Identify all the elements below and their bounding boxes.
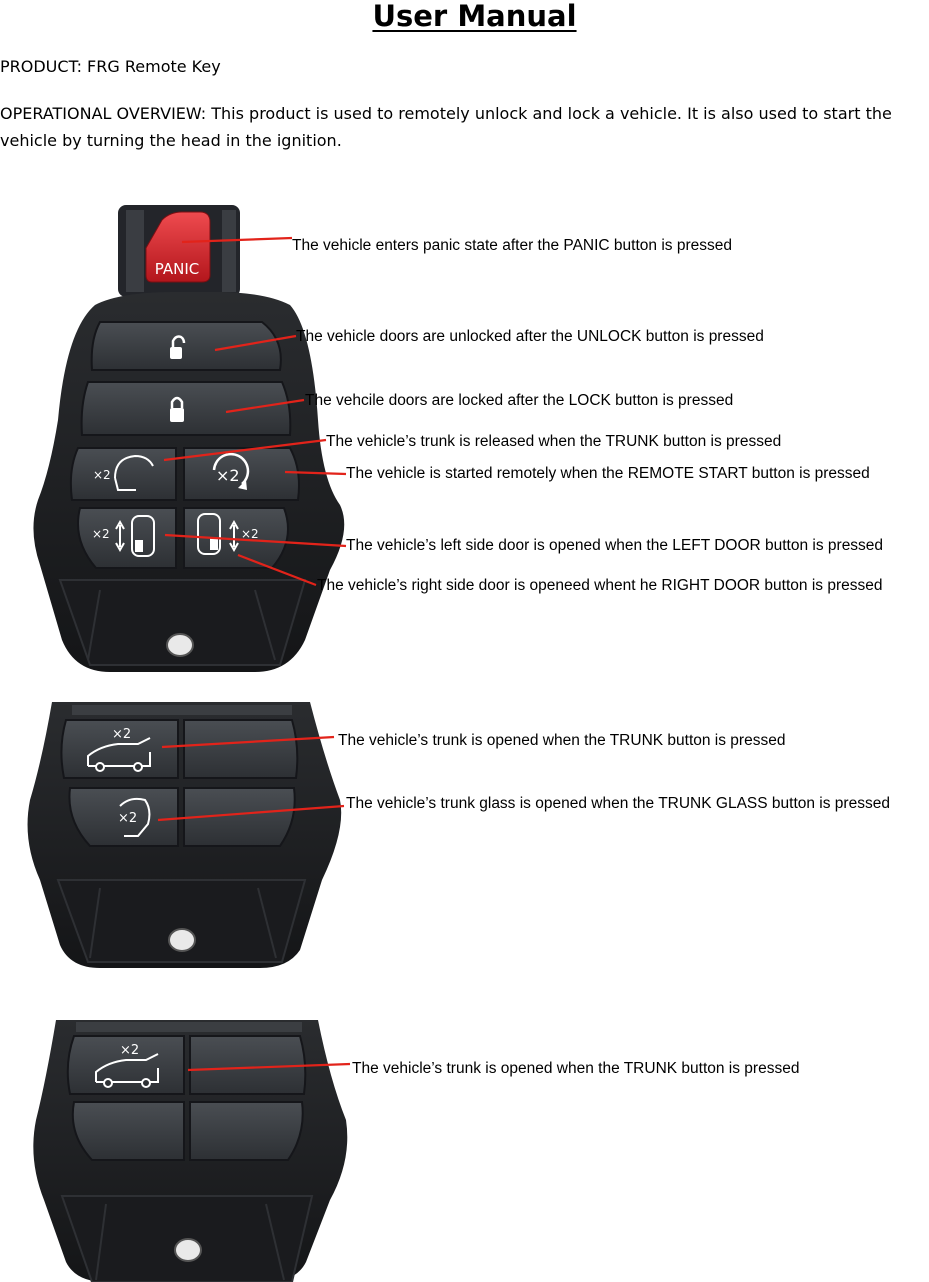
caption-left-door: The vehicle’s left side door is opened w…: [346, 537, 883, 554]
trunk-car-icon: [95, 1053, 159, 1083]
trunk-icon: [114, 454, 154, 479]
caption-right-door: The vehicle’s right side door is openeed…: [317, 577, 882, 594]
key-middle: ×2 ×2 The vehicle’s trunk is opened when…: [27, 702, 890, 968]
caption-trunk-open: The vehicle’s trunk is opened when the T…: [338, 732, 785, 749]
unlock-button[interactable]: [90, 321, 282, 371]
key-ring-hole: [174, 1238, 202, 1262]
svg-text:×2: ×2: [118, 811, 137, 826]
right-door-icon: [197, 513, 221, 555]
trunk-open-button[interactable]: ×2: [66, 1035, 185, 1095]
svg-text:×2: ×2: [120, 1043, 139, 1058]
unlock-icon: [170, 335, 186, 359]
panic-button[interactable]: PANIC: [145, 211, 211, 283]
trunk-glass-button[interactable]: ×2: [68, 787, 179, 847]
remote-start-button[interactable]: ×2: [183, 447, 300, 501]
page-title: User Manual: [372, 0, 577, 33]
svg-text:×2: ×2: [92, 527, 110, 541]
blank-button[interactable]: [189, 1035, 307, 1095]
blank-button[interactable]: [189, 1101, 304, 1161]
blank-button[interactable]: [183, 787, 296, 847]
key-ring-hole: [166, 633, 194, 657]
blank-button[interactable]: [71, 1101, 185, 1161]
lock-button[interactable]: [80, 381, 292, 436]
caption-unlock: The vehicle doors are unlocked after the…: [296, 328, 764, 345]
annotation-lines: [163, 236, 347, 587]
key-ring-hole: [168, 928, 196, 952]
svg-text:×2: ×2: [241, 527, 259, 541]
svg-text:×2: ×2: [112, 727, 131, 742]
trunk-release-button[interactable]: ×2: [69, 447, 177, 501]
caption-trunk-release: The vehicle’s trunk is released when the…: [326, 433, 781, 450]
key-bottom: ×2 The vehicle’s trunk is opened when th…: [33, 1020, 799, 1282]
svg-text:×2: ×2: [93, 468, 111, 482]
left-door-button[interactable]: ×2: [77, 507, 177, 569]
caption-trunk-open: The vehicle’s trunk is opened when the T…: [352, 1060, 799, 1077]
caption-trunk-glass: The vehicle’s trunk glass is opened when…: [346, 795, 890, 812]
product-line: PRODUCT: FRG Remote Key: [0, 57, 221, 76]
caption-panic: The vehicle enters panic state after the…: [292, 237, 732, 254]
blank-button[interactable]: [183, 719, 299, 779]
caption-remote-start: The vehicle is started remotely when the…: [346, 465, 870, 482]
operational-overview: OPERATIONAL OVERVIEW: This product is us…: [0, 104, 892, 150]
slide-arrow-icon: [115, 519, 125, 553]
left-door-icon: [131, 515, 155, 557]
remote-start-icon: [212, 452, 250, 485]
trunk-glass-icon: [119, 797, 151, 837]
key-top: PANIC ×2: [33, 205, 883, 672]
caption-lock: The vehcile doors are locked after the L…: [305, 392, 733, 409]
panic-label: PANIC: [155, 260, 199, 278]
trunk-car-icon: [87, 737, 151, 767]
trunk-open-button[interactable]: ×2: [60, 719, 179, 779]
svg-text:×2: ×2: [216, 466, 240, 485]
lock-icon: [170, 396, 184, 422]
